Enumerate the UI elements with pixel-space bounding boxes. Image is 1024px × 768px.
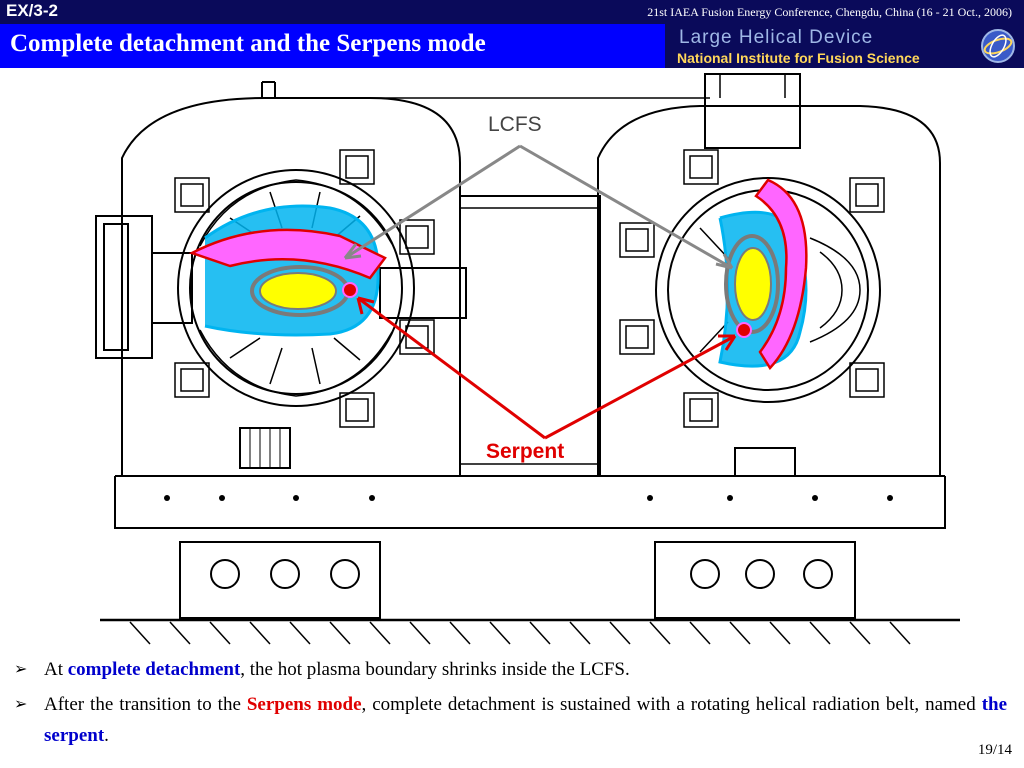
bullet-arrow-icon: ➢ [14, 661, 28, 678]
bullet-1-text-start: At [44, 659, 68, 680]
page-number: 19/14 [977, 742, 1012, 758]
bullet-2-text-middle: , complete detachment is sustained with … [361, 694, 982, 715]
bullet-item-2: ➢ After the transition to the Serpens mo… [12, 689, 1007, 751]
bullet-2-highlight-2: the serpent [44, 694, 1008, 746]
serpent-pointers [356, 296, 737, 440]
nifs-emblem-icon [981, 29, 1015, 63]
lcfs-label: LCFS [488, 113, 542, 136]
right-plasma-core [734, 247, 772, 321]
left-radiation-belt [188, 228, 387, 280]
right-radiation-belt [754, 178, 808, 371]
right-plasma [718, 178, 808, 371]
base-platform [100, 475, 960, 645]
conference-info: 21st IAEA Fusion Energy Conference, Chen… [647, 5, 1012, 19]
bullet-2-text-end: . [104, 725, 109, 746]
right-coil-boxes [619, 149, 885, 428]
serpent-label: Serpent [486, 440, 565, 463]
logo-device-name: Large Helical Device [679, 27, 874, 48]
logo-institute-name: National Institute for Fusion Science [677, 50, 920, 66]
bullet-arrow-icon: ➢ [14, 696, 28, 713]
lhd-cross-section-diagram [95, 73, 960, 645]
left-serpent-marker [342, 282, 358, 298]
bullet-item-1: ➢ At complete detachment, the hot plasma… [12, 654, 1007, 685]
right-lcfs [724, 234, 780, 334]
left-vessel [95, 81, 467, 477]
left-plasma [188, 204, 387, 337]
left-plasma-core [259, 272, 337, 310]
presentation-code: EX/3-2 [6, 1, 58, 20]
bullet-1-highlight: complete detachment [67, 659, 241, 680]
institute-logo: Large Helical Device National Institute … [665, 24, 1024, 68]
bullet-1-text-end: , the hot plasma boundary shrinks inside… [240, 659, 630, 680]
bullet-2-highlight: Serpens mode [246, 694, 362, 715]
top-bar: EX/3-2 21st IAEA Fusion Energy Conferenc… [0, 0, 1024, 24]
bullet-2-text-start: After the transition to the [44, 694, 247, 715]
right-serpent-marker [736, 322, 752, 338]
right-vessel [597, 73, 941, 477]
title-bar: Complete detachment and the Serpens mode [0, 24, 665, 68]
center-section [370, 97, 710, 477]
slide-title: Complete detachment and the Serpens mode [10, 30, 486, 57]
lcfs-pointers [343, 144, 734, 270]
left-coil-boxes [174, 149, 435, 428]
bullet-list: ➢ At complete detachment, the hot plasma… [12, 654, 1007, 751]
